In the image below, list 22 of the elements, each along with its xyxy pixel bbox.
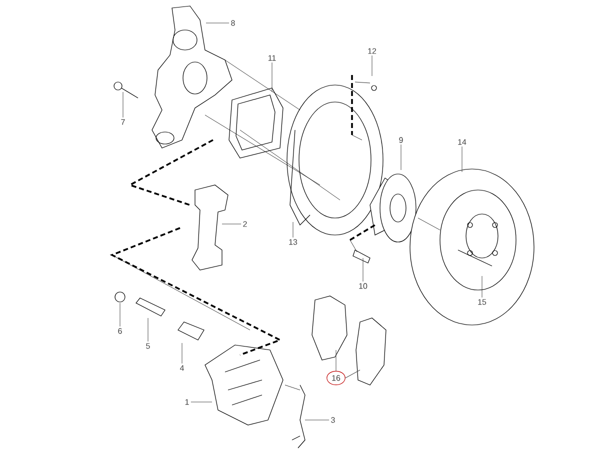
callout-number: 14 <box>456 138 468 146</box>
callout-number: 4 <box>178 364 186 372</box>
callout-number: 11 <box>266 54 278 62</box>
leader-line <box>345 370 360 378</box>
circled-callout-number: 16 <box>326 370 346 386</box>
callout-number: 7 <box>119 118 127 126</box>
callout-number: 9 <box>397 136 405 144</box>
leader-line <box>362 258 364 282</box>
callout-number: 6 <box>116 326 124 336</box>
leader-line <box>122 92 124 118</box>
callout-number: 1 <box>183 398 191 406</box>
callout-number: 2 <box>241 220 249 228</box>
callout-number: 5 <box>144 342 152 350</box>
callout-number: 15 <box>476 298 488 306</box>
callout-number: 8 <box>229 18 237 28</box>
leader-line <box>400 144 402 170</box>
callout-number: 12 <box>366 46 378 56</box>
leader-line <box>206 22 230 24</box>
callout-number: 3 <box>329 416 337 424</box>
leader-line <box>292 222 294 238</box>
callout-number: 13 <box>287 238 299 246</box>
callout-number: 10 <box>357 282 369 290</box>
